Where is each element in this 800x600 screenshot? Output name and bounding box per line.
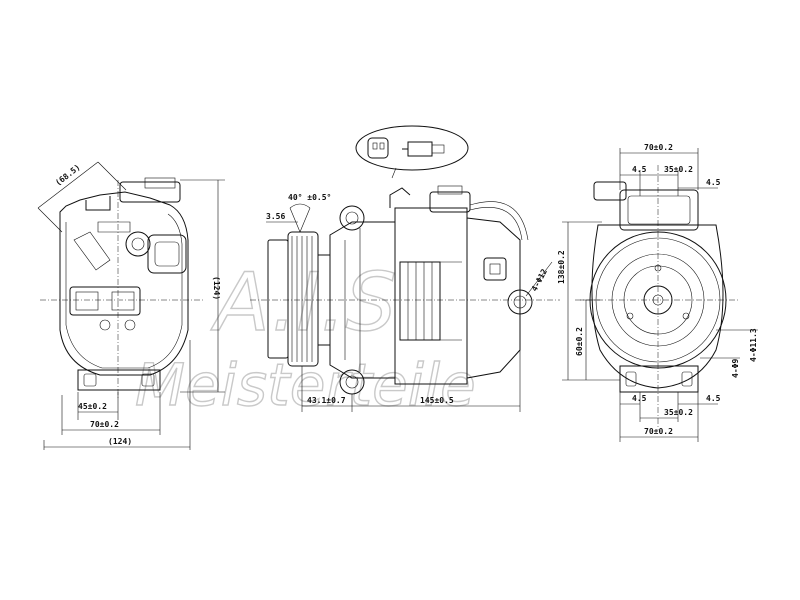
dim-height: (124) xyxy=(212,276,221,300)
dim-body-length: 145±0.5 xyxy=(420,396,454,405)
left-end-view: (68.5) (124) 45±0.2 70±0.2 (124) xyxy=(37,161,225,450)
dim-mount-half: 45±0.2 xyxy=(78,402,107,411)
dim-width: (124) xyxy=(108,437,132,446)
dim-top-width: 70±0.2 xyxy=(644,143,673,152)
dim-height-total: 138±0.2 xyxy=(557,250,566,284)
connector-detail-bubble xyxy=(355,125,469,179)
dim-groove: 3.56 xyxy=(266,212,285,221)
watermark-brand: A.I.S xyxy=(210,256,396,349)
right-end-view: 70±0.2 4.5 35±0.2 4.5 138±0.2 60±0.2 4-Φ… xyxy=(557,143,758,442)
watermark-name: Meisterteile xyxy=(135,351,476,419)
watermark: A.I.S Meisterteile xyxy=(134,255,476,419)
dim-top-edge-a: 4.5 xyxy=(632,165,647,174)
dim-hole-small: 4-Φ9 xyxy=(731,359,740,378)
dim-bottom-edge-a: 4.5 xyxy=(632,394,647,403)
dim-bottom-width: 70±0.2 xyxy=(644,427,673,436)
dim-diagonal: (68.5) xyxy=(54,163,82,188)
dim-hole-large: 4-Φ11.3 xyxy=(749,328,758,362)
dim-pulley-offset: 43.1±0.7 xyxy=(307,396,346,405)
dim-bottom-edge-b: 4.5 xyxy=(706,394,721,403)
dim-hole: 4-Φ12 xyxy=(530,267,549,293)
dim-height-lower: 60±0.2 xyxy=(575,327,584,356)
dim-bottom-inner: 35±0.2 xyxy=(664,408,693,417)
dim-angle: 40° ±0.5° xyxy=(288,193,331,202)
dim-mount-full: 70±0.2 xyxy=(90,420,119,429)
dim-top-edge-b: 4.5 xyxy=(706,178,721,187)
dim-top-inner: 35±0.2 xyxy=(664,165,693,174)
